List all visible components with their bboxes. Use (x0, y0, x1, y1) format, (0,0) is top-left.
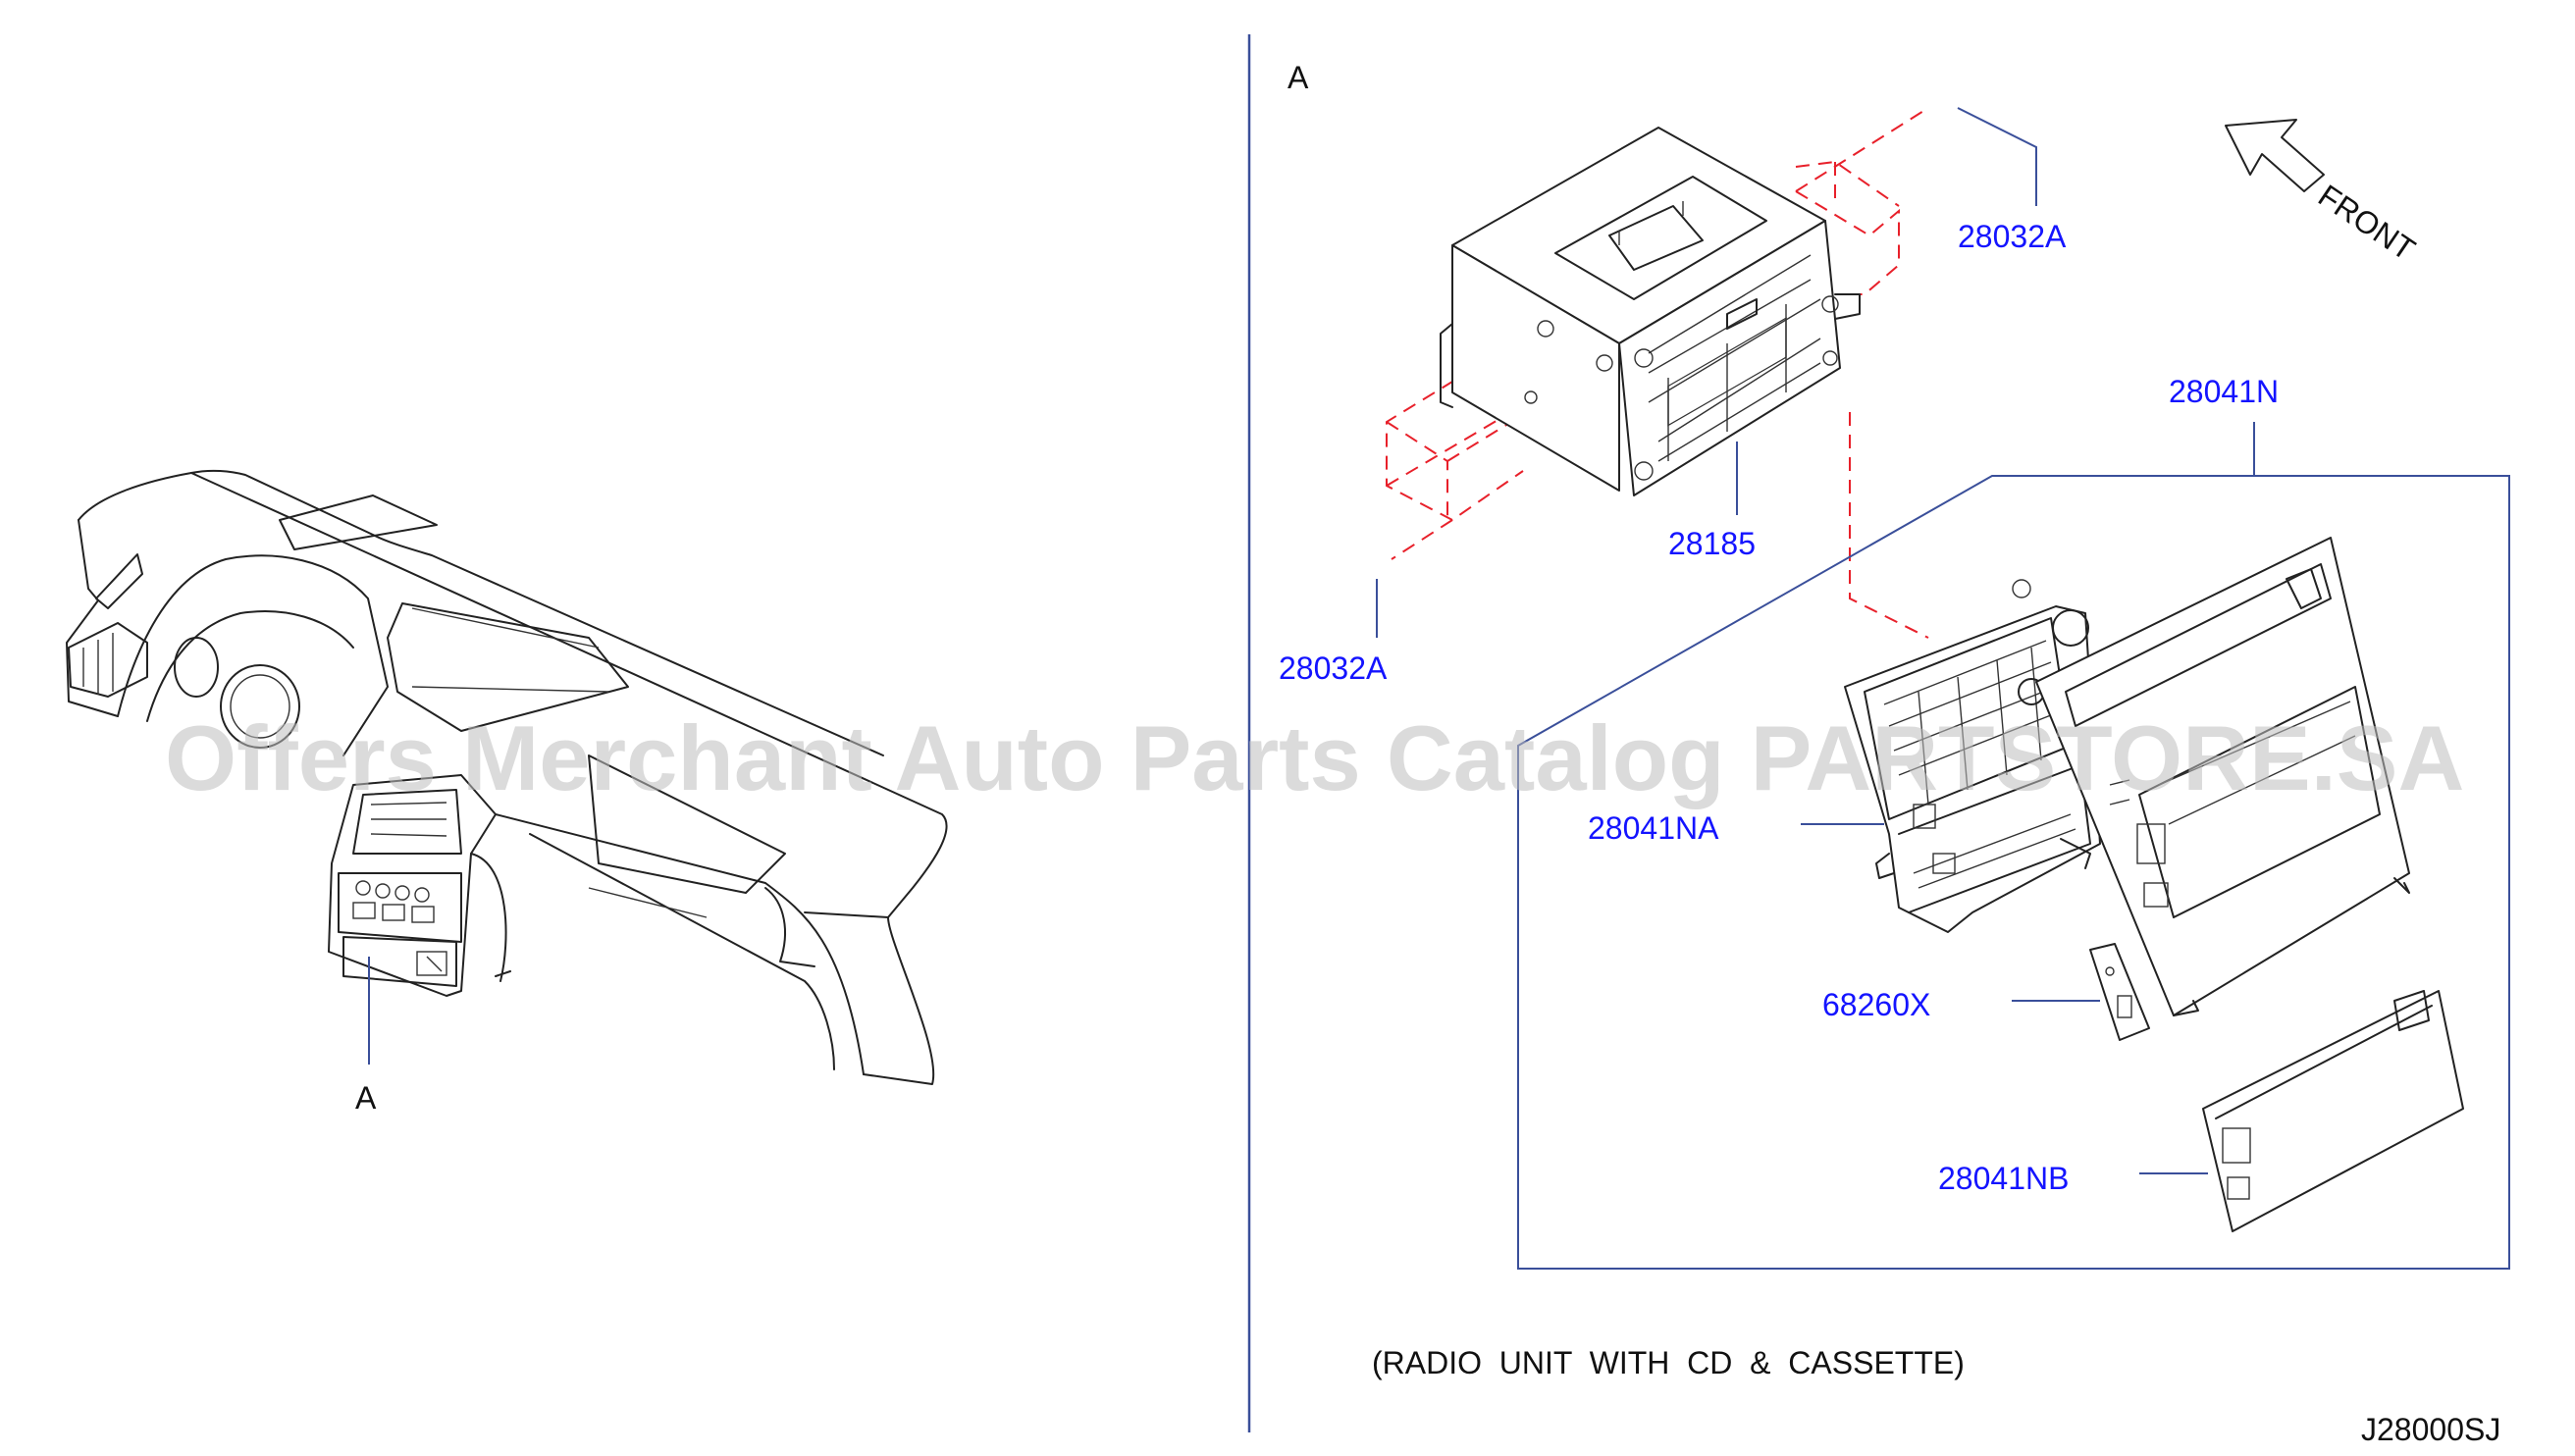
leader-28032a-top (1957, 107, 2037, 206)
part-label-28041n: 28041N (2169, 374, 2279, 409)
front-label: FRONT (2312, 178, 2421, 267)
detail-view-label: A (1288, 60, 1309, 95)
front-arrow-icon (2225, 119, 2325, 192)
part-label-28032a-bottom: 28032A (1279, 650, 1388, 686)
bezel-28041na (1844, 579, 2101, 933)
dashboard-illustration (66, 469, 948, 1085)
overview-callout-label: A (355, 1080, 377, 1116)
watermark: Offers Merchant Auto Parts Catalog PARTS… (165, 706, 2464, 809)
part-label-28185: 28185 (1668, 526, 1756, 561)
lid-28041nb (2202, 990, 2464, 1232)
assembly-frame-28041n (1517, 475, 2510, 1270)
radio-unit-28185 (1440, 127, 1861, 496)
part-label-68260x: 68260X (1822, 987, 1930, 1022)
diagram-caption: (RADIO UNIT WITH CD & CASSETTE) (1372, 1345, 1965, 1380)
part-label-28041na: 28041NA (1588, 810, 1719, 846)
part-label-28032a-top: 28032A (1958, 219, 2067, 254)
diagram-code: J28000SJ (2361, 1412, 2500, 1447)
part-label-28041nb: 28041NB (1938, 1161, 2069, 1196)
bracket-28032a-outline (1386, 107, 1929, 639)
plate-68260x (2089, 943, 2150, 1041)
finisher-panel (2035, 537, 2410, 1016)
